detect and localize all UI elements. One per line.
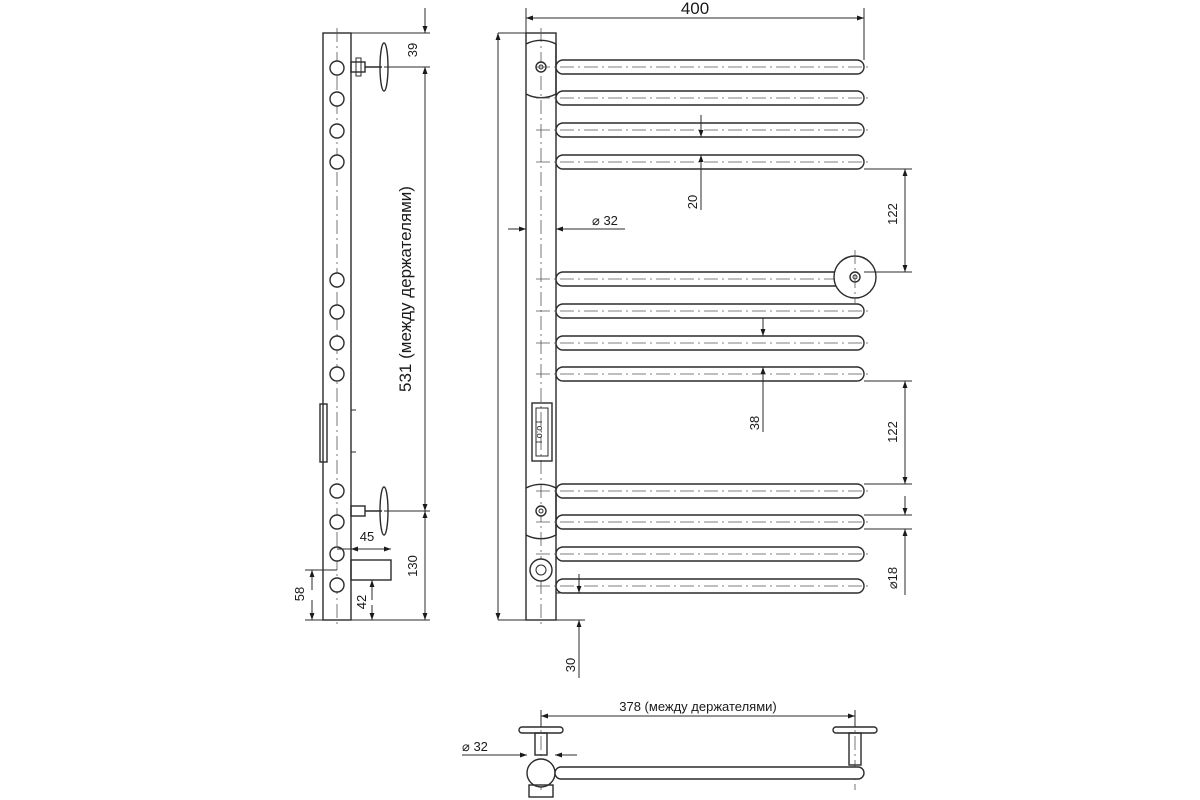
mount-screw <box>355 57 362 77</box>
dim-130: 130 <box>351 511 430 621</box>
dim-45: 45 <box>337 529 391 552</box>
bar-end-circle <box>329 546 345 562</box>
dim-39: 39 <box>351 8 430 92</box>
dim-32-label: ⌀ 32 <box>592 213 618 228</box>
bar-center-lines <box>536 66 868 587</box>
side-bar-ends <box>329 60 345 593</box>
dim-400: 400 <box>525 0 865 60</box>
front-view: I o:o I <box>495 0 912 678</box>
bar-end-circle <box>329 483 345 499</box>
dim-20: 20 <box>685 115 704 210</box>
switch-panel <box>535 407 549 457</box>
dim-45-label: 45 <box>360 529 374 544</box>
right-mount <box>833 250 877 304</box>
bar-end-circle <box>329 335 345 351</box>
bottom-connector <box>529 558 553 582</box>
bar-end-circle <box>329 366 345 382</box>
side-control-box <box>319 403 328 463</box>
bar-end-circle <box>329 304 345 320</box>
dim-32t-label: ⌀ 32 <box>462 739 488 754</box>
bottom-mount-screw-center <box>538 508 544 514</box>
bar-end-circle <box>329 272 345 288</box>
bar-end-circle <box>329 91 345 107</box>
bar-end-circle <box>329 514 345 530</box>
dim-diameter-18: ⌀18 <box>864 496 912 595</box>
dim-30-label: 30 <box>563 658 578 672</box>
bottom-flange <box>525 483 557 540</box>
bar-end-circle <box>329 60 345 76</box>
side-top-mount <box>350 42 389 92</box>
bottom-connector-inner <box>535 564 547 576</box>
bar-end-circle <box>329 154 345 170</box>
dim-122-top-label: 122 <box>885 203 900 225</box>
dim-20-label: 20 <box>685 195 700 209</box>
bottom-mount-screw <box>535 505 547 517</box>
dim-38: 38 <box>747 318 766 432</box>
side-bottom-mount <box>350 486 389 536</box>
top-collector-circle <box>526 758 556 788</box>
mount-stem <box>350 505 366 517</box>
dim-42: 42 <box>354 580 375 620</box>
dim-39-label: 39 <box>405 43 420 57</box>
dim-58-label: 58 <box>292 587 307 601</box>
dim-38-label: 38 <box>747 416 762 430</box>
dim-378: 378 (между держателями) <box>540 699 856 727</box>
dim-378-label: 378 (между держателями) <box>619 699 777 714</box>
bar-end-circle <box>329 577 345 593</box>
dim-122-bottom: 122 <box>864 380 912 485</box>
dim-400-label: 400 <box>681 0 709 18</box>
dim-531: 531 (между держателями) <box>384 67 430 512</box>
dim-58: 58 <box>292 569 337 621</box>
dim-42-label: 42 <box>354 595 369 609</box>
dim-130-label: 130 <box>405 555 420 577</box>
dim-122-top: 122 <box>864 168 912 273</box>
side-view: 39 531 (между держателями) 130 45 <box>292 8 430 625</box>
bar-group-middle <box>555 271 865 382</box>
top-bar <box>554 766 865 780</box>
switch-label: I o:o I <box>534 421 544 444</box>
top-view: 378 (между держателями) ⌀ 32 <box>462 699 878 798</box>
top-left-mount-stem <box>534 732 548 756</box>
control-switch: I o:o I <box>531 402 553 462</box>
bar-group-top <box>555 59 865 170</box>
switch-housing <box>531 402 553 462</box>
mount-stem <box>350 61 366 73</box>
dim-18-label: ⌀18 <box>885 567 900 589</box>
dim-122-bottom-label: 122 <box>885 421 900 443</box>
dim-diameter-32-top: ⌀ 32 <box>462 739 577 758</box>
dim-531-label: 531 (между держателями) <box>396 186 415 392</box>
top-right-mount-stem <box>848 732 862 766</box>
top-bottom-connector <box>528 784 554 798</box>
bar-end-circle <box>329 123 345 139</box>
dim-30: 30 <box>556 574 585 678</box>
side-bottom-connector <box>350 559 392 581</box>
dim-overall-height <box>495 32 526 621</box>
dim-diameter-32: ⌀ 32 <box>508 213 625 232</box>
bar-group-bottom <box>555 483 865 594</box>
